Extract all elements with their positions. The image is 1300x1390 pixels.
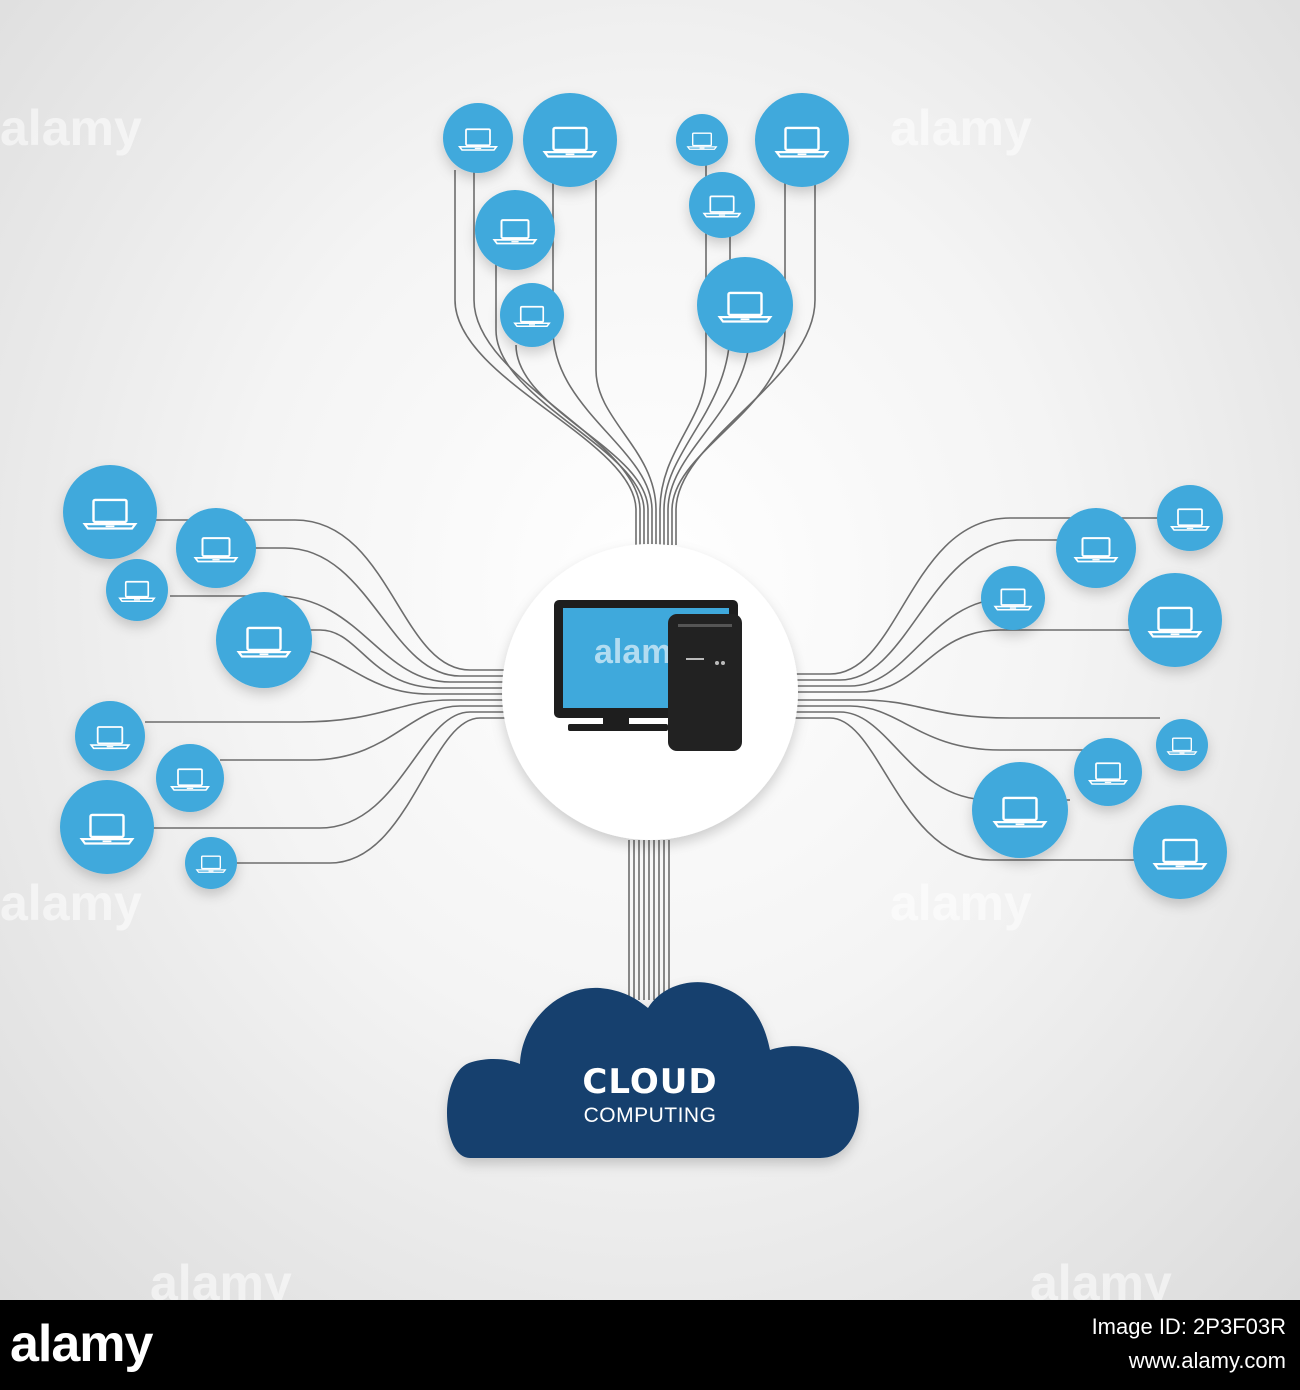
device-node xyxy=(676,114,728,166)
device-node xyxy=(176,508,256,588)
device-node xyxy=(1056,508,1136,588)
cloud-shape xyxy=(447,982,859,1158)
device-node xyxy=(1133,805,1227,899)
image-id: Image ID: 2P3F03R xyxy=(1091,1314,1286,1339)
device-node xyxy=(689,172,755,238)
node-group-right xyxy=(972,485,1227,899)
watermark: alamy xyxy=(150,1255,292,1300)
device-node xyxy=(1074,738,1142,806)
watermark: alamy xyxy=(1030,1255,1172,1300)
watermark: alamy xyxy=(890,100,1032,156)
desktop-computer-icon: alamy xyxy=(554,600,742,751)
cloud-title: CLOUD xyxy=(582,1062,717,1102)
watermark-layer: alamy alamy alamy alamy alamy alamy xyxy=(0,100,1172,1300)
cloud-subtitle: COMPUTING xyxy=(584,1104,717,1127)
site-url: www.alamy.com xyxy=(1128,1348,1286,1373)
device-node xyxy=(523,93,617,187)
device-node xyxy=(475,190,555,270)
device-node xyxy=(106,559,168,621)
diagram-canvas: alamy alamy alamy alamy alamy alamy xyxy=(0,0,1300,1300)
node-group-left xyxy=(60,465,312,889)
device-node xyxy=(443,103,513,173)
device-node xyxy=(500,283,564,347)
device-node xyxy=(697,257,793,353)
device-node xyxy=(60,780,154,874)
central-hub: alamy xyxy=(502,544,798,840)
device-node xyxy=(1156,719,1208,771)
device-node xyxy=(75,701,145,771)
device-node xyxy=(1128,573,1222,667)
network-diagram: alamy alamy alamy alamy alamy alamy xyxy=(0,93,1227,1300)
watermark: alamy xyxy=(0,875,142,931)
device-node xyxy=(1157,485,1223,551)
watermark: alamy xyxy=(890,875,1032,931)
device-node xyxy=(185,837,237,889)
device-node xyxy=(63,465,157,559)
device-node xyxy=(156,744,224,812)
footer-bar: alamy Image ID: 2P3F03R www.alamy.com xyxy=(0,1300,1300,1390)
node-group-top xyxy=(443,93,849,353)
device-node xyxy=(981,566,1045,630)
watermark: alamy xyxy=(0,100,142,156)
connection-lines xyxy=(145,160,1170,1000)
device-node xyxy=(972,762,1068,858)
device-node xyxy=(216,592,312,688)
alamy-logo: alamy xyxy=(10,1315,153,1373)
device-node xyxy=(755,93,849,187)
image-reference: Image ID: 2P3F03R www.alamy.com xyxy=(1092,1310,1286,1378)
